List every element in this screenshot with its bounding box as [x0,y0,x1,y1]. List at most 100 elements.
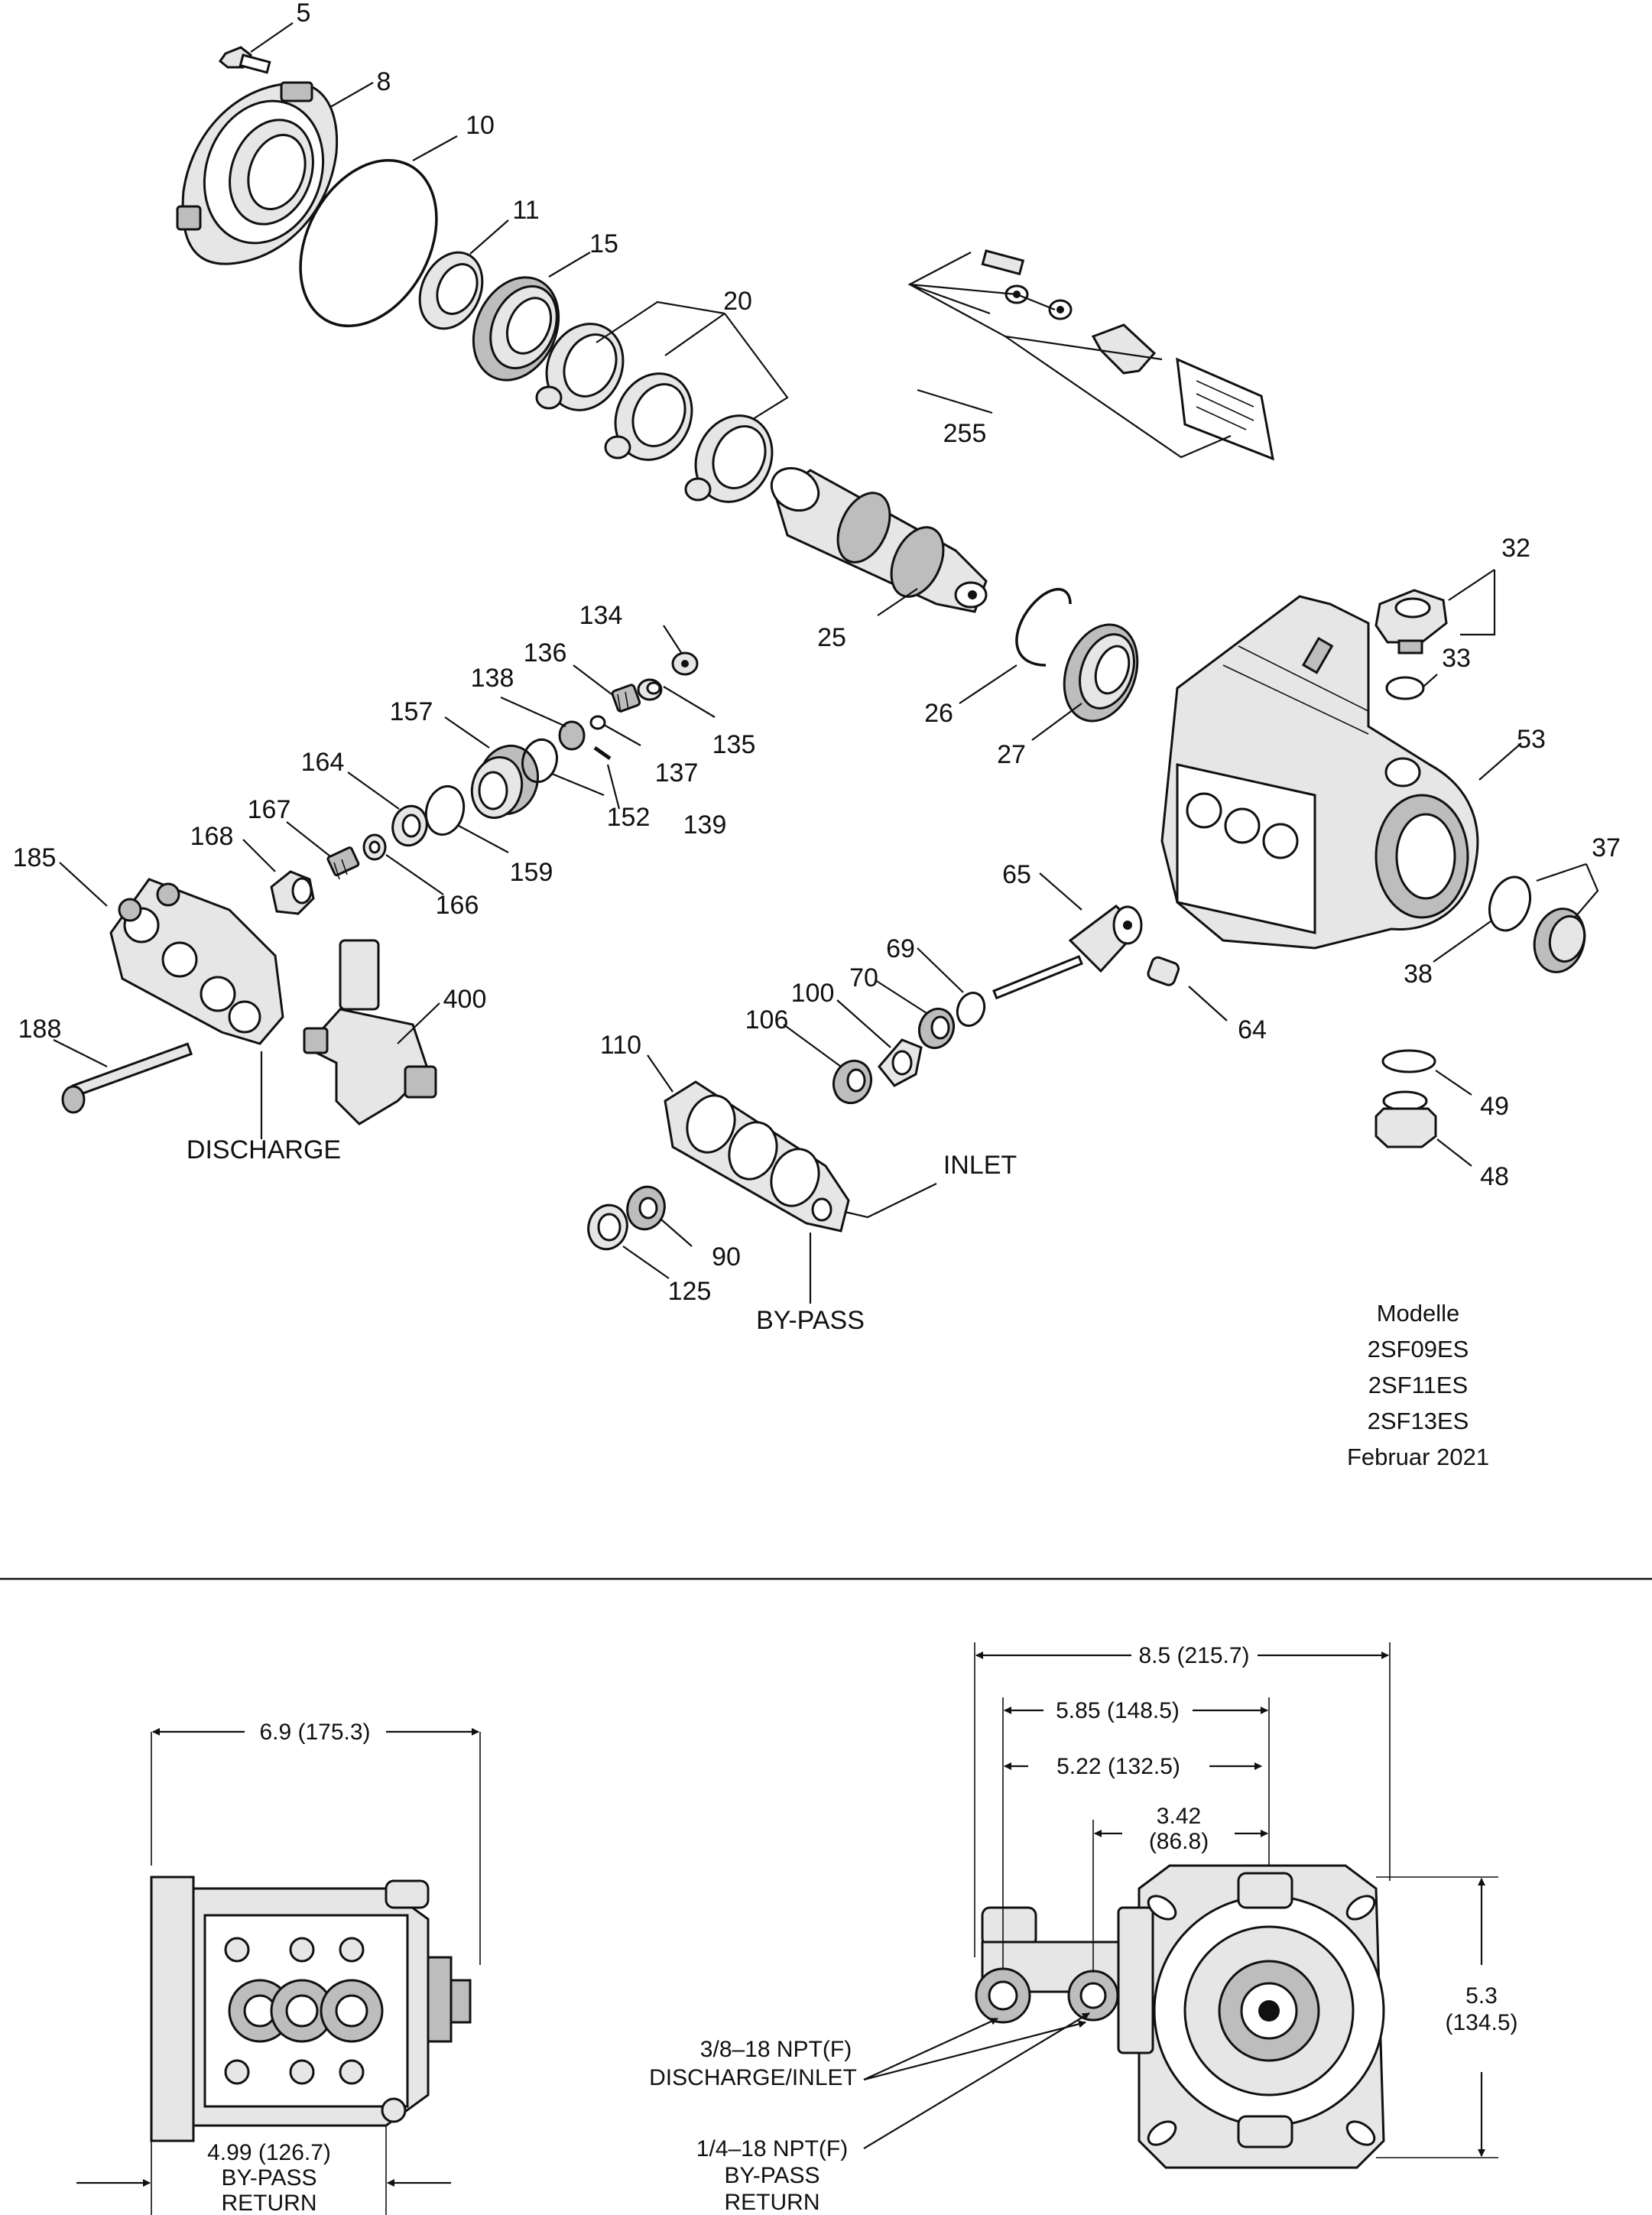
callout-25: 25 [817,623,846,652]
callout-65: 65 [1002,860,1031,889]
part-25-crankshaft [770,466,988,613]
part-135-nut [637,678,663,701]
port-bypass-label: BY-PASS [724,2163,820,2188]
part-48-drain-plug [1375,1090,1437,1148]
dim-342-metric: (86.8) [1149,1829,1209,1854]
dim-585: 5.85 (148.5) [1056,1698,1180,1723]
callout-164: 164 [301,748,345,777]
model-2sf13es: 2SF13ES [1368,1408,1469,1434]
part-32-oil-cap [1375,589,1448,654]
callout-5: 5 [297,0,311,28]
model-date: Februar 2021 [1347,1444,1489,1470]
part-188-bolt [61,1042,193,1114]
part-138-retainer [558,720,586,751]
side-view-pump [150,1876,472,2142]
part-152-o-ring [521,738,558,784]
part-164-seal [391,804,428,847]
callout-134: 134 [579,601,623,630]
callout-255: 255 [943,419,987,448]
dim-522: 5.22 (132.5) [1056,1754,1180,1779]
part-49-o-ring [1381,1049,1436,1073]
callout-400: 400 [443,985,487,1014]
callout-152: 152 [607,803,651,832]
part-33-o-ring [1385,676,1425,700]
front-view-dimensions: 8.5 (215.7) 5.85 (148.5) 5.22 (132.5) 3.… [649,1642,1518,2215]
callout-138: 138 [471,664,514,693]
callout-33: 33 [1442,644,1471,673]
part-137-washer [589,715,606,730]
part-70-seal [917,1007,956,1050]
callout-135: 135 [712,730,756,759]
port-discharge-size: 3/8–18 NPT(F) [700,2037,852,2062]
label-inlet: INLET [943,1151,1017,1180]
callout-159: 159 [510,858,553,887]
dim-height-metric: (134.5) [1445,2010,1517,2035]
leader-lines [53,22,1599,1304]
callout-20: 20 [723,287,752,316]
dim-overall: 8.5 (215.7) [1138,1643,1249,1668]
callout-106: 106 [745,1005,789,1034]
part-8-bearing-cover [176,81,339,265]
callout-37: 37 [1592,833,1621,862]
part-167-spring [326,846,360,880]
part-65-plunger [992,905,1143,1000]
part-26-snap-ring [1015,588,1072,667]
callout-48: 48 [1480,1162,1509,1191]
callout-64: 64 [1238,1015,1267,1044]
callout-188: 188 [18,1015,62,1044]
part-185-discharge-manifold [109,878,284,1045]
callout-185: 185 [13,843,57,872]
dim-bypass-side-label: BY-PASS [221,2165,316,2191]
part-20-connecting-rods [535,323,774,503]
callout-26: 26 [924,699,953,728]
callout-137: 137 [655,758,699,788]
callout-27: 27 [997,740,1026,769]
callout-110: 110 [600,1031,641,1060]
part-38-o-ring [1488,875,1532,932]
callout-125: 125 [668,1277,712,1306]
part-69-washer [956,992,986,1027]
callout-136: 136 [524,638,567,667]
part-110-inlet-manifold [664,1080,850,1233]
part-27-bearing [1063,623,1139,723]
part-125-retainer [587,1203,628,1251]
part-134-washer [671,651,699,676]
part-11-oil-seal [418,251,484,330]
callout-69: 69 [886,934,915,963]
model-2sf11es: 2SF11ES [1368,1372,1468,1398]
port-discharge-label: DISCHARGE/INLET [649,2065,857,2090]
part-10-o-ring [299,158,438,328]
dim-bypass-side-value: 4.99 (126.7) [207,2140,331,2165]
part-400-unloader [303,939,437,1125]
callout-32: 32 [1501,534,1530,563]
callout-100: 100 [791,979,835,1008]
callout-139: 139 [683,810,727,840]
callout-38: 38 [1404,960,1433,989]
port-bypass-size: 1/4–18 NPT(F) [696,2136,848,2161]
part-106-seal [832,1059,873,1105]
part-100-retainer [878,1038,923,1087]
label-bypass: BY-PASS [756,1306,865,1335]
model-2sf09es: 2SF09ES [1368,1336,1469,1362]
callout-15: 15 [589,229,618,258]
models-heading: Modelle [1377,1300,1460,1327]
callout-49: 49 [1480,1092,1509,1121]
dim-342-value: 3.42 [1157,1804,1201,1829]
part-64-pin [1147,956,1180,986]
callout-70: 70 [849,963,878,992]
front-view-pump [975,1864,1385,2169]
dim-height-value: 5.3 [1465,1983,1498,2009]
callout-8: 8 [377,67,391,96]
port-bypass-return: RETURN [725,2190,820,2215]
part-15-bearing [472,276,560,382]
side-view-dimensions: 6.9 (175.3) 4.99 (126.7) BY-PASS RETURN [76,1720,481,2215]
part-53-crankcase [1160,595,1479,950]
label-discharge: DISCHARGE [187,1135,341,1164]
part-37-sight-glass [1533,908,1586,973]
callout-53: 53 [1517,725,1546,754]
callout-11: 11 [512,196,539,225]
callout-90: 90 [712,1242,741,1272]
part-5-bolt [218,46,271,74]
dim-width-side: 6.9 (175.3) [259,1720,370,1745]
